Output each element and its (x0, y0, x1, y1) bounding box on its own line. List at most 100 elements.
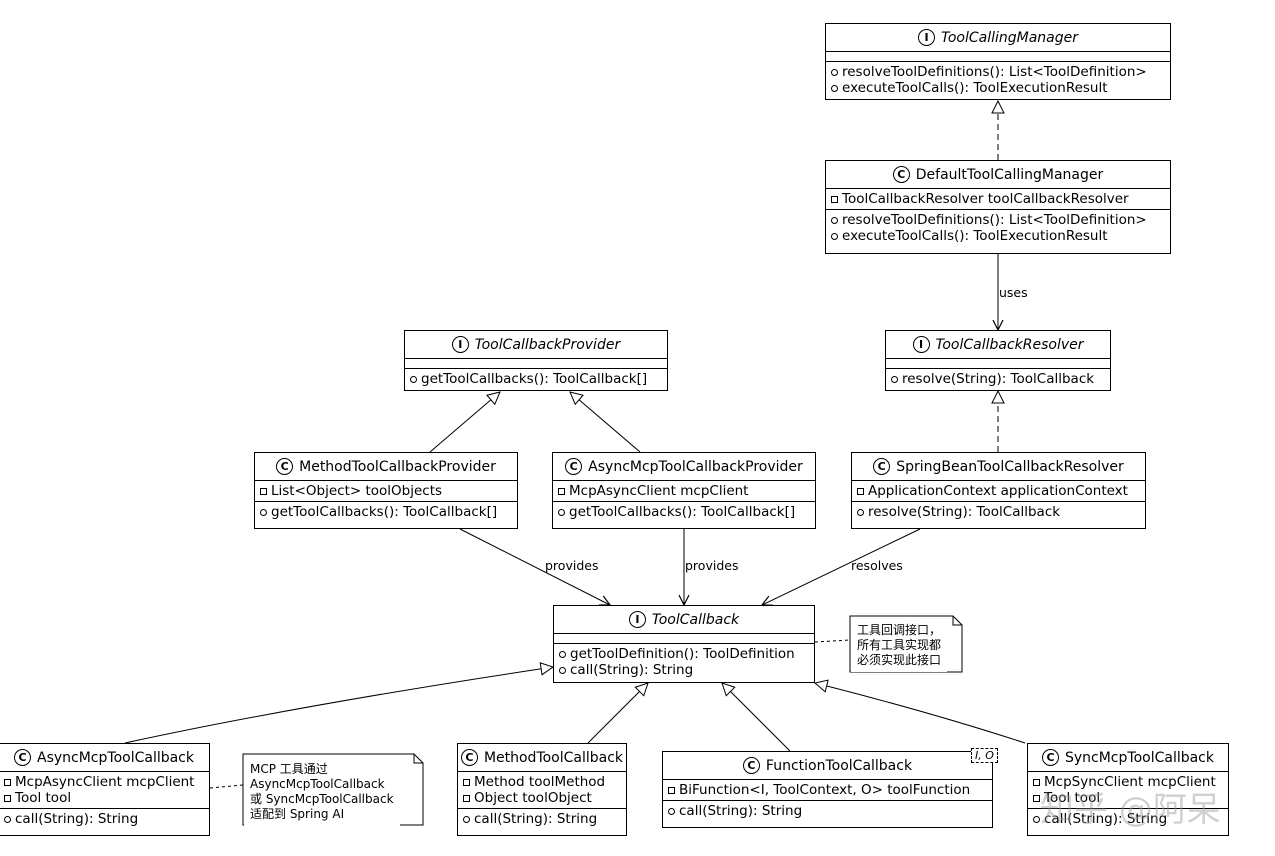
fields-section: ApplicationContext applicationContext (852, 480, 1145, 501)
field: McpAsyncClient mcpClient (569, 483, 749, 499)
private-icon (4, 794, 11, 802)
edge-function-callback-to-callback (722, 683, 791, 752)
field: Tool tool (1044, 790, 1101, 806)
class-icon: C (460, 749, 478, 766)
method: resolveToolDefinitions(): List<ToolDefin… (842, 212, 1147, 228)
note-tool-callback: 工具回调接口， 所有工具实现都 必须实现此接口 (851, 619, 948, 672)
fields-section: List<Object> toolObjects (255, 480, 517, 501)
note-mcp: MCP 工具通过 AsyncMcpToolCallback 或 SyncMcpT… (244, 758, 400, 826)
class-name: AsyncMcpToolCallback (37, 749, 194, 766)
field: McpSyncClient mcpClient (1044, 774, 1216, 790)
methods-section: call(String): String (663, 800, 992, 821)
method: resolve(String): ToolCallback (902, 371, 1095, 387)
private-icon (463, 794, 470, 802)
interface-icon: I (451, 336, 469, 353)
class-icon: C (873, 458, 891, 475)
class-default-tool-calling-manager: C DefaultToolCallingManager ToolCallbackR… (825, 160, 1171, 254)
class-name: FunctionToolCallback (765, 757, 913, 774)
method: resolve(String): ToolCallback (868, 504, 1061, 520)
note-line: 必须实现此接口 (857, 653, 942, 667)
method: call(String): String (679, 803, 803, 819)
methods-section: call(String): String (1028, 808, 1228, 829)
edge-async-provider-to-provider (570, 392, 641, 453)
method: resolveToolDefinitions(): List<ToolDefin… (842, 64, 1147, 80)
private-icon (463, 778, 470, 786)
public-icon (559, 650, 566, 658)
edge-method-callback-to-callback (587, 683, 648, 744)
class-icon: C (276, 458, 294, 475)
note-link-mcp (209, 784, 244, 789)
methods-section: getToolDefinition(): ToolDefinition call… (554, 643, 814, 680)
private-icon (260, 487, 267, 495)
field: ApplicationContext applicationContext (868, 483, 1128, 499)
private-icon (668, 786, 675, 794)
note-line: MCP 工具通过 (250, 762, 328, 776)
watermark: 知乎 @阿呆 (1040, 790, 1221, 830)
public-icon (831, 68, 838, 76)
method: getToolCallbacks(): ToolCallback[] (421, 371, 648, 387)
field: Tool tool (15, 790, 72, 806)
public-icon (1033, 815, 1040, 823)
edge-method-provider-provides (459, 528, 610, 605)
class-name: MethodToolCallbackProvider (299, 458, 496, 475)
public-icon (260, 508, 267, 516)
public-icon (831, 84, 838, 92)
field: Object toolObject (474, 790, 592, 806)
fields-section: McpAsyncClient mcpClient (553, 480, 815, 501)
private-icon (1033, 794, 1040, 802)
class-name: DefaultToolCallingManager (915, 166, 1104, 183)
field: McpAsyncClient mcpClient (15, 774, 195, 790)
class-name: MethodToolCallback (483, 749, 624, 766)
public-icon (559, 666, 566, 674)
note-link-callback (814, 639, 851, 643)
public-icon (4, 815, 11, 823)
public-icon (463, 815, 470, 823)
methods-section: resolve(String): ToolCallback (886, 368, 1110, 389)
fields-section (826, 51, 1170, 61)
public-icon (857, 508, 864, 516)
fields-section: McpSyncClient mcpClient Tool tool (1028, 771, 1228, 808)
public-icon (558, 508, 565, 516)
class-icon: C (892, 166, 910, 183)
note-line: 工具回调接口， (857, 623, 942, 637)
public-icon (410, 375, 417, 383)
private-icon (1033, 778, 1040, 786)
class-name: ToolCallbackProvider (474, 336, 621, 353)
field: BiFunction<I, ToolContext, O> toolFuncti… (679, 782, 971, 798)
public-icon (831, 232, 838, 240)
method: executeToolCalls(): ToolExecutionResult (842, 80, 1108, 96)
method: call(String): String (474, 811, 598, 827)
edge-springbean-resolves (762, 528, 921, 605)
public-icon (891, 375, 898, 383)
class-method-tool-callback: C MethodToolCallback Method toolMethod Ob… (457, 743, 627, 836)
method: call(String): String (570, 662, 694, 678)
note-line: 或 SyncMcpToolCallback (250, 792, 394, 806)
method: executeToolCalls(): ToolExecutionResult (842, 228, 1108, 244)
fields-section (405, 358, 667, 368)
class-tool-callback-provider: I ToolCallbackProvider getToolCallbacks()… (404, 330, 668, 391)
method: getToolDefinition(): ToolDefinition (570, 646, 795, 662)
methods-section: getToolCallbacks(): ToolCallback[] (255, 501, 517, 522)
edge-sync-callback-to-callback (815, 683, 1026, 744)
note-line: AsyncMcpToolCallback (250, 777, 385, 791)
class-icon: C (742, 757, 760, 774)
methods-section: resolveToolDefinitions(): List<ToolDefin… (826, 61, 1170, 98)
method: call(String): String (1044, 811, 1168, 827)
interface-icon: I (918, 29, 935, 46)
method: getToolCallbacks(): ToolCallback[] (569, 504, 796, 520)
private-icon (831, 195, 838, 203)
class-tool-calling-manager: I ToolCallingManager resolveToolDefinitio… (825, 23, 1171, 100)
public-icon (668, 807, 675, 815)
methods-section: getToolCallbacks(): ToolCallback[] (405, 368, 667, 389)
method: call(String): String (15, 811, 139, 827)
fields-section (554, 633, 814, 643)
class-name: AsyncMcpToolCallbackProvider (588, 458, 803, 475)
fields-section: McpAsyncClient mcpClient Tool tool (0, 771, 209, 808)
class-name: ToolCallingManager (941, 29, 1078, 46)
field: ToolCallbackResolver toolCallbackResolve… (842, 191, 1129, 207)
field: Method toolMethod (474, 774, 606, 790)
